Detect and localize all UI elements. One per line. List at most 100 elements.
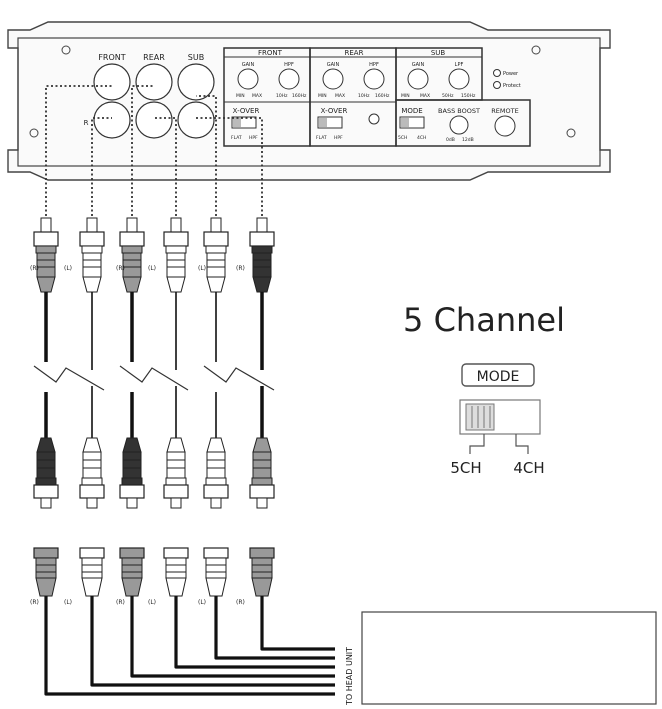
freq-high-label: 160Hz (292, 93, 307, 99)
mode-4ch-label: 4CH (417, 135, 426, 141)
lpf-knob (448, 68, 470, 90)
plug-label-top-5: (L) (198, 265, 206, 272)
rca-plug-bottom-2 (79, 547, 105, 597)
rca-plug-top-1 (33, 217, 59, 293)
break-marker-pair-1 (33, 365, 105, 391)
rca-cables (44, 292, 264, 448)
hpf-knob (363, 68, 385, 90)
connection-dotted-lines (45, 85, 263, 225)
rca-plug-bottom-5 (203, 547, 229, 597)
protect-led-icon (493, 81, 501, 89)
jack-front-r (93, 101, 131, 139)
max-label: MAX (335, 93, 345, 99)
max-label: MAX (252, 93, 262, 99)
plug-label-bottom-2: (L) (64, 599, 72, 606)
mount-screw (531, 45, 541, 55)
wire-1 (44, 596, 335, 696)
panel-title-front: FRONT (258, 49, 283, 57)
plug-label-bottom-3: (R) (116, 599, 125, 606)
power-led-label: Power (503, 71, 519, 77)
control-panel-front: FRONT GAIN HPF MIN MAX 10Hz 160Hz X-OVER… (223, 47, 311, 147)
rca-plug-mid-3 (119, 437, 145, 509)
break-marker-pair-2 (119, 365, 189, 391)
wire-6 (260, 596, 335, 651)
plug-label-top-4: (L) (148, 265, 156, 272)
hpf-position-label: HPF (334, 135, 343, 141)
diagram-title: 5 Channel (403, 301, 565, 339)
xover-switch (231, 116, 257, 129)
mode-5ch-label: 5CH (450, 459, 481, 477)
hpf-label: HPF (284, 62, 294, 68)
head-unit-box (361, 611, 657, 705)
gain-knob (322, 68, 344, 90)
freq-low-label: 50Hz (442, 93, 454, 99)
mode-label-box (461, 363, 535, 387)
rca-plug-bottom-1 (33, 547, 59, 597)
hpf-knob (278, 68, 300, 90)
remote-label: REMOTE (491, 107, 518, 115)
mode-5ch-leader (469, 434, 485, 454)
plug-label-top-2: (L) (64, 265, 72, 272)
power-led-icon (493, 69, 501, 77)
xover-switch-thumb (319, 118, 327, 127)
plug-label-bottom-1: (R) (30, 599, 39, 606)
wire-5 (214, 596, 335, 660)
input-label-front: FRONT (98, 53, 125, 62)
gain-label: GAIN (242, 62, 255, 68)
mode-label: MODE (401, 107, 422, 115)
xover-label: X-OVER (321, 107, 348, 115)
gain-knob (237, 68, 259, 90)
jack-sub-l (177, 63, 215, 101)
input-label-sub: SUB (188, 53, 204, 62)
rca-plug-top-3 (119, 217, 145, 293)
rca-plug-top-4 (163, 217, 189, 293)
xover-switch-thumb (233, 118, 241, 127)
amplifier-faceplate (17, 37, 601, 167)
gain-knob (407, 68, 429, 90)
rca-plug-top-6 (249, 217, 275, 293)
hpf-label: HPF (369, 62, 379, 68)
jack-rear-r (135, 101, 173, 139)
bass-boost-label: BASS BOOST (438, 107, 480, 115)
wire-4 (174, 596, 335, 669)
lpf-label: LPF (455, 62, 464, 68)
break-marker-pair-3 (203, 365, 275, 391)
max-label: MAX (420, 93, 430, 99)
control-panel-mode: MODE 5CH 4CH BASS BOOST 0dB 12dB REMOTE (395, 99, 531, 147)
input-label-right: R (84, 119, 89, 127)
gain-label: GAIN (412, 62, 425, 68)
rca-plug-top-2 (79, 217, 105, 293)
jack-sub-r (177, 101, 215, 139)
rca-input-jacks: FRONT REAR SUB R (84, 53, 215, 139)
dotted-line-rear-r (131, 85, 154, 225)
plug-label-top-3: (R) (116, 265, 125, 272)
lower-plug-row (33, 437, 275, 509)
wire-3 (130, 596, 335, 678)
input-label-rear: REAR (143, 53, 165, 62)
hpf-position-label: HPF (249, 135, 258, 141)
mode-label: MODE (477, 369, 520, 385)
mode-switch-detail: MODE 5CH 4CH (450, 363, 545, 477)
dotted-line-front-r (45, 85, 112, 225)
mount-screw (566, 128, 576, 138)
control-panel-sub: SUB GAIN LPF MIN MAX 50Hz 150Hz (395, 47, 483, 101)
gain-label: GAIN (327, 62, 340, 68)
panel-title-sub: SUB (431, 49, 446, 57)
mode-5ch-label: 5CH (398, 135, 407, 141)
remote-jack (494, 115, 516, 137)
bass-boost-min-label: 0dB (446, 137, 455, 143)
rca-plug-bottom-3 (119, 547, 145, 597)
freq-high-label: 160Hz (375, 93, 390, 99)
rca-plug-mid-1 (33, 437, 59, 509)
mode-switch-thumb (401, 118, 409, 127)
mount-screw (61, 45, 71, 55)
mode-switch-thumb (465, 403, 495, 431)
rca-plug-top-5 (203, 217, 229, 293)
plug-label-bottom-6: (R) (236, 599, 245, 606)
rca-plug-bottom-4 (163, 547, 189, 597)
rca-plug-mid-5 (203, 437, 229, 509)
plug-label-bottom-5: (L) (198, 599, 206, 606)
flat-label: FLAT (316, 135, 327, 141)
panel-title-rear: REAR (345, 49, 364, 57)
dotted-line-rear-l (154, 117, 177, 225)
